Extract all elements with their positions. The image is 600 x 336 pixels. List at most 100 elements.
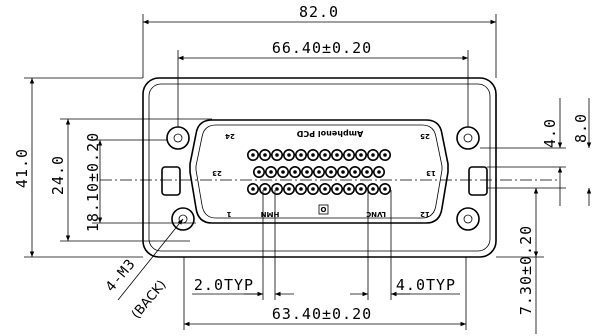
pin-contact <box>247 183 260 196</box>
pin-contact <box>276 166 289 179</box>
pin-contact-center <box>263 187 267 191</box>
pin-contact-center <box>275 153 279 157</box>
flange-inner-outline <box>148 83 491 252</box>
pin-contact-center <box>365 170 369 174</box>
pin-contact-center <box>371 153 375 157</box>
pin-contact <box>366 183 379 196</box>
dim-insert-height: 18.10±0.20 <box>84 132 102 232</box>
pin-contact <box>253 166 266 179</box>
pin-contact-center <box>377 170 381 174</box>
pin-contact <box>318 183 331 196</box>
pin-contact-center <box>287 153 291 157</box>
pin-contact-center <box>257 170 261 174</box>
pin-contact-center <box>323 187 327 191</box>
pin-contact <box>306 183 319 196</box>
pin-label-24: 24 <box>225 132 235 140</box>
pin-contact-center <box>335 187 339 191</box>
pin-contact <box>342 183 355 196</box>
pin-contact <box>324 166 337 179</box>
mounting-hole-top-right <box>456 126 480 150</box>
dim-right-lower: 7.30±0.20 <box>517 225 535 315</box>
pin-label-1: 1 <box>226 210 231 218</box>
pin-label-12: 12 <box>420 210 430 218</box>
pin-contact-center <box>287 187 291 191</box>
pin-contact <box>366 149 379 162</box>
pin-contact <box>264 166 277 179</box>
dim-pitch-typ-a: 2.0TYP <box>194 276 254 294</box>
connector-insert <box>189 119 449 224</box>
pin-contact <box>360 166 373 179</box>
pin-label-23: 23 <box>212 169 222 177</box>
pin-contact <box>342 149 355 162</box>
pin-contact-center <box>281 170 285 174</box>
pin-contact-center <box>317 170 321 174</box>
pin-contact-center <box>299 187 303 191</box>
left-slot <box>161 166 181 196</box>
thread-back-note: (BACK) <box>129 278 170 322</box>
pin-contact-center <box>329 170 333 174</box>
pin-contact <box>312 166 325 179</box>
right-slot <box>468 166 488 196</box>
dim-hole-pitch: 66.40±0.20 <box>272 39 372 57</box>
pin-contact-center <box>347 153 351 157</box>
lvnc-marking: LVNC <box>366 210 386 218</box>
pin-contact-center <box>323 153 327 157</box>
pin-contact-center <box>305 170 309 174</box>
pin-contact <box>282 149 295 162</box>
pin-contact-center <box>251 187 255 191</box>
pin-contact <box>247 149 260 162</box>
pin-contact-center <box>293 170 297 174</box>
connector-insert-inner <box>195 124 443 219</box>
mounting-flange <box>142 77 497 258</box>
pin-contact <box>300 166 313 179</box>
thread-leader <box>117 218 184 301</box>
hmn-marking: HMN <box>261 210 280 218</box>
brand-marking: Amphenol PCD <box>296 129 363 138</box>
pin-contact <box>258 183 271 196</box>
pin-contact-center <box>359 187 363 191</box>
pin-contact-center <box>275 187 279 191</box>
pin-contact <box>306 149 319 162</box>
pin-contact <box>378 149 391 162</box>
dim-pitch-typ-b: 4.0TYP <box>396 276 456 294</box>
dim-right-outer: 8.0 <box>572 113 590 143</box>
pin-contact-center <box>383 187 387 191</box>
pin-contact-center <box>347 187 351 191</box>
pin-contact-center <box>251 153 255 157</box>
pin-contact <box>354 183 367 196</box>
dim-overall-width: 82.0 <box>299 3 339 21</box>
pin-contact <box>282 183 295 196</box>
pin-contact <box>318 149 331 162</box>
pin-contact-center <box>335 153 339 157</box>
pin-contact-center <box>311 187 315 191</box>
pin-contact <box>258 149 271 162</box>
dim-overall-height: 41.0 <box>13 148 31 188</box>
pin-contact <box>354 149 367 162</box>
pin-contact-center <box>263 153 267 157</box>
pin-contact-center <box>359 153 363 157</box>
pin-contact-center <box>371 187 375 191</box>
center-key-mark: O <box>321 206 327 214</box>
pin-label-25: 25 <box>420 132 430 140</box>
pin-contact <box>294 149 307 162</box>
pin-contact-center <box>383 153 387 157</box>
pin-contact-center <box>353 170 357 174</box>
pin-field <box>247 149 391 196</box>
pin-contact <box>378 183 391 196</box>
pin-contact <box>372 166 385 179</box>
mounting-hole-bottom-right <box>456 207 480 231</box>
pin-contact <box>330 149 343 162</box>
dim-mount-height: 24.0 <box>49 155 67 195</box>
pin-label-13: 13 <box>426 169 436 177</box>
pin-contact <box>330 183 343 196</box>
pin-contact <box>348 166 361 179</box>
pin-contact-center <box>269 170 273 174</box>
pin-contact-center <box>299 153 303 157</box>
pin-contact <box>288 166 301 179</box>
pin-contact-center <box>311 153 315 157</box>
center-key-box <box>318 204 329 215</box>
mounting-hole-top-left <box>166 126 190 150</box>
pin-contact-center <box>341 170 345 174</box>
pin-contact <box>336 166 349 179</box>
